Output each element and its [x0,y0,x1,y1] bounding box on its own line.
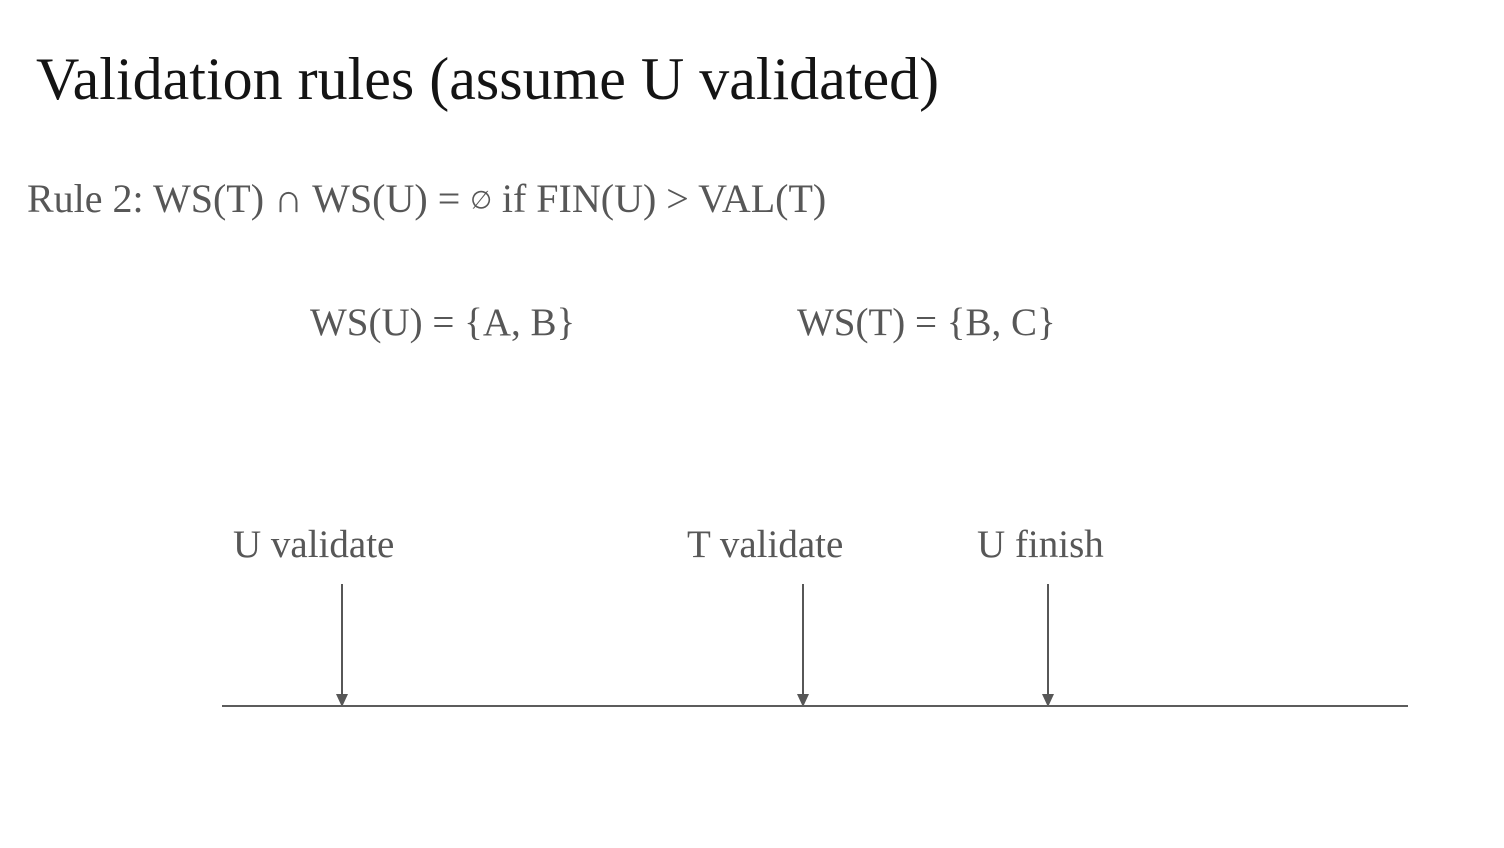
empty-set-symbol: ∅ [470,187,492,215]
arrow-head-icon [797,694,809,707]
arrow-head-icon [336,694,348,707]
rule-statement: Rule 2: WS(T) ∩ WS(U) = ∅ if FIN(U) > VA… [27,179,826,219]
event-label-u-validate: U validate [233,523,395,566]
arrow-head-icon [1042,694,1054,707]
rule-text-prefix: Rule 2: WS(T) ∩ WS(U) = [27,176,471,221]
write-set-u: WS(U) = {A, B} [310,301,576,344]
timeline-axis [222,705,1408,707]
write-set-t: WS(T) = {B, C} [797,301,1056,344]
arrow-stem [802,584,804,695]
rule-text-suffix: if FIN(U) > VAL(T) [491,176,827,221]
event-label-t-validate: T validate [687,523,844,566]
event-label-u-finish: U finish [977,523,1104,566]
slide-title: Validation rules (assume U validated) [36,46,940,112]
arrow-stem [341,584,343,695]
arrow-stem [1047,584,1049,695]
